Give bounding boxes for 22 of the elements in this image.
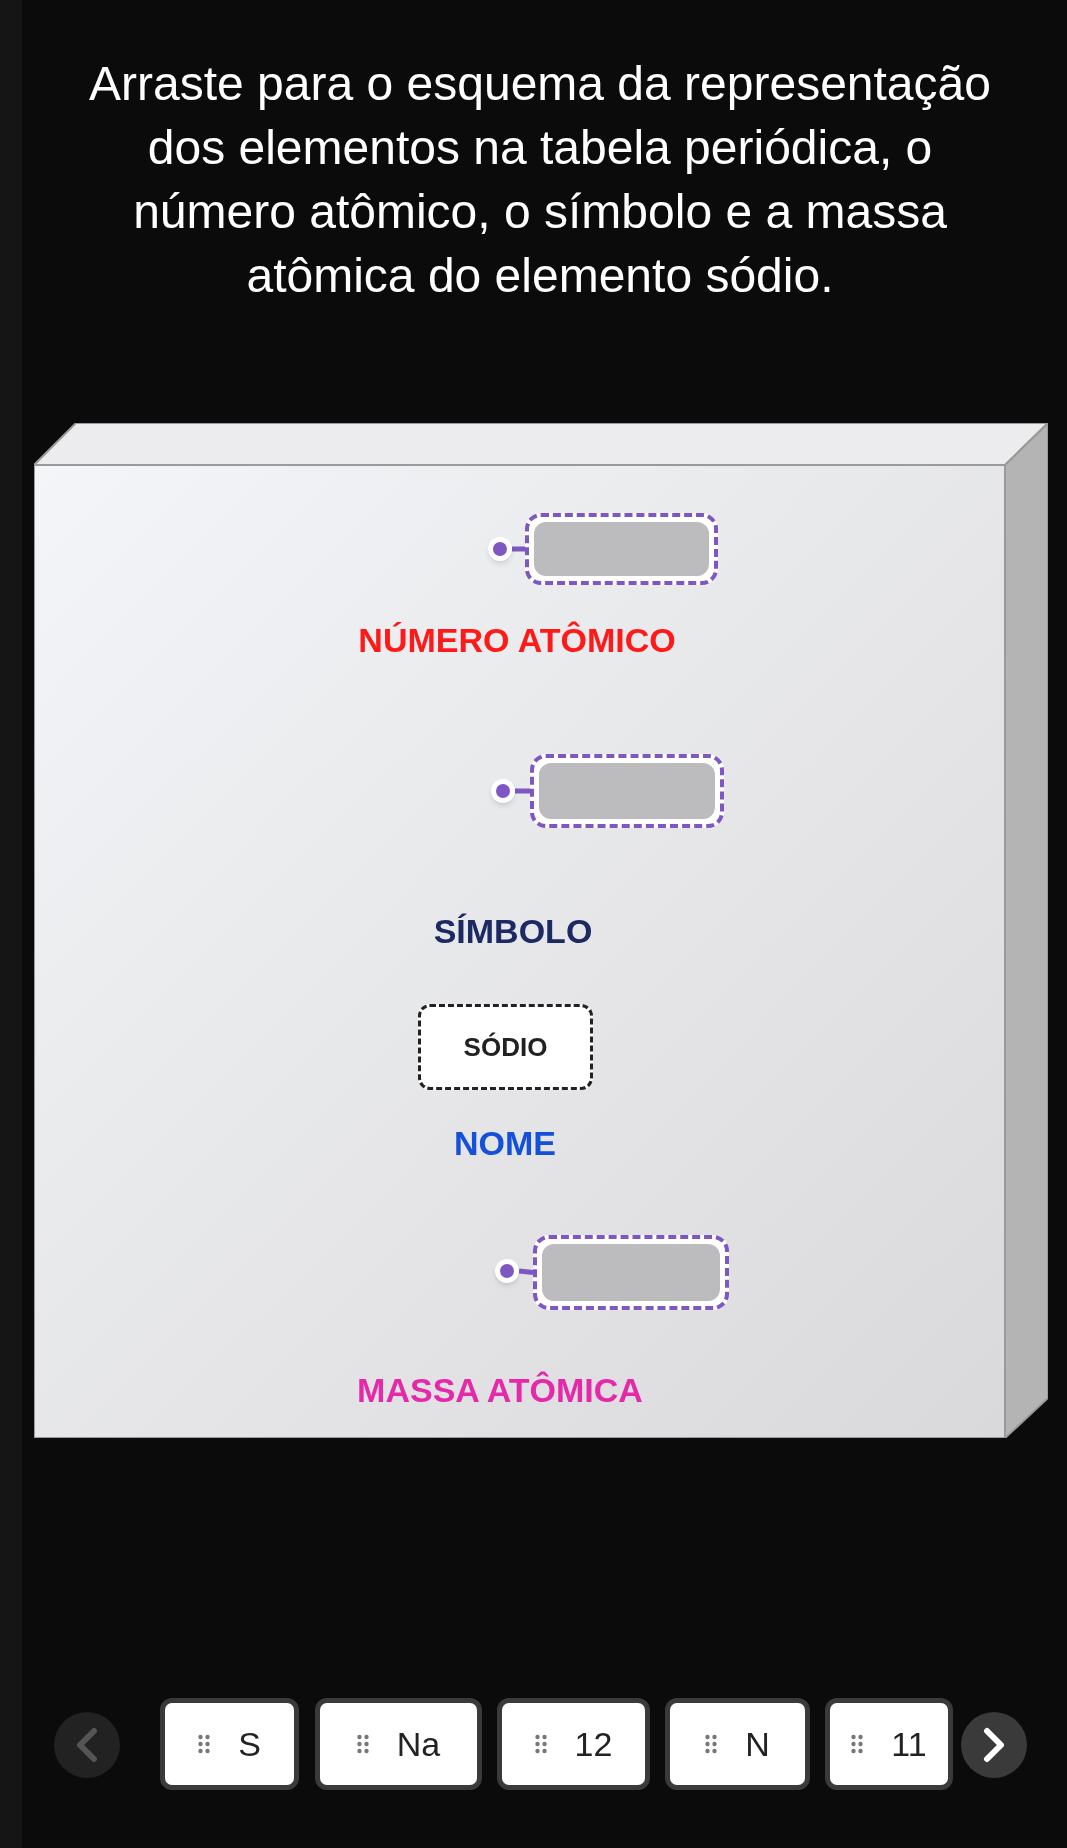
field-label: SÍMBOLO: [433, 914, 593, 948]
chip-text: Na: [396, 1723, 441, 1765]
field-label: NOME: [454, 1126, 556, 1160]
name-tag: SÓDIO: [418, 1004, 593, 1090]
draggable-chip: [825, 1698, 953, 1790]
draggable-chip: [665, 1698, 810, 1790]
chip-text: 12: [574, 1723, 613, 1765]
chip-text: 11: [891, 1723, 927, 1765]
chip-text: N: [745, 1723, 770, 1765]
draggable-chip: [160, 1698, 299, 1790]
connector-line: [512, 546, 525, 552]
question-title: Arraste para o esquema da representação dos elementos na tabela periódica, o número atômico, o símbolo e a massa atômica do elemento sódio.: [88, 56, 992, 304]
drop-zone: [525, 513, 718, 585]
chip-text: S: [238, 1723, 261, 1765]
draggable-chip: [315, 1698, 482, 1790]
draggable-chip: [497, 1698, 650, 1790]
connector-line: [518, 1268, 534, 1275]
connector-line: [515, 788, 530, 794]
drop-zone: [533, 1235, 729, 1310]
field-label: MASSA ATÔMICA: [357, 1373, 643, 1407]
field-label: NÚMERO ATÔMICO: [358, 623, 676, 657]
drop-zone: [530, 754, 724, 828]
